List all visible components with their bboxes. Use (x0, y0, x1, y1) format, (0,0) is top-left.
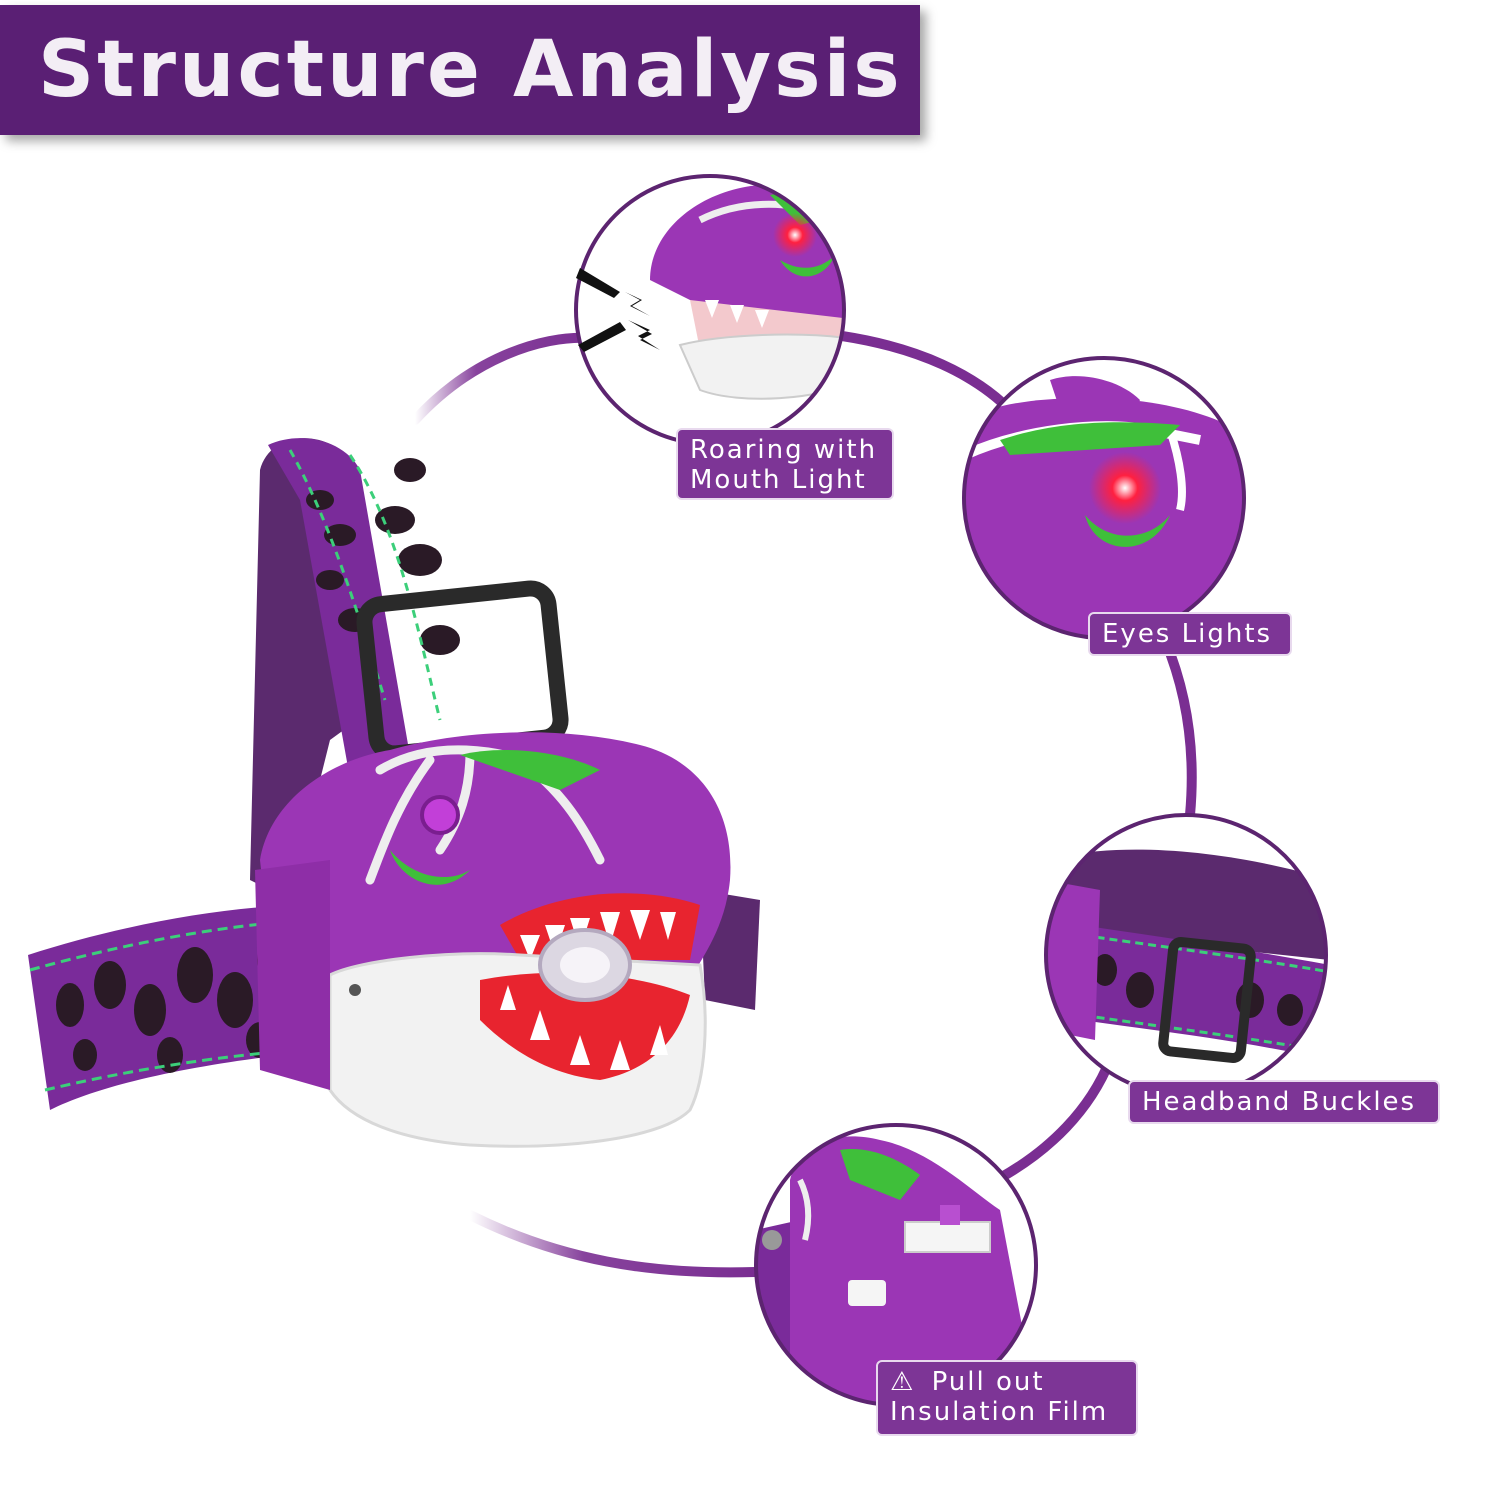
headband-strap-lower (28, 905, 330, 1110)
label-insulation-line1: Pull out (931, 1367, 1045, 1397)
zoom-circle-eyes (962, 356, 1246, 640)
title-banner: Structure Analysis (0, 5, 920, 135)
label-eyes-lights: Eyes Lights (1088, 612, 1292, 656)
label-buckles-text: Headband Buckles (1142, 1087, 1417, 1117)
page-title: Structure Analysis (38, 25, 903, 115)
sound-wave-icon (576, 268, 660, 352)
label-headband-buckles: Headband Buckles (1128, 1080, 1440, 1124)
warning-icon: ⚠ (890, 1367, 916, 1397)
label-eyes-text: Eyes Lights (1102, 619, 1273, 649)
label-insulation-line2: Insulation Film (890, 1396, 1109, 1427)
dinosaur-headlamp-image (28, 438, 760, 1148)
dino-eye (420, 795, 460, 835)
label-insulation-film: ⚠ Pull out Insulation Film (876, 1360, 1138, 1436)
label-roaring-line2: Mouth Light (690, 464, 867, 495)
zoom-circle-buckles (1044, 813, 1328, 1097)
label-roaring-mouth-light: Roaring with Mouth Light (676, 428, 894, 500)
zoom-circle-roaring (574, 174, 846, 446)
label-roaring-line1: Roaring with (690, 435, 878, 465)
connector-arc (410, 331, 1197, 1278)
buckle-icon (1158, 937, 1256, 1063)
